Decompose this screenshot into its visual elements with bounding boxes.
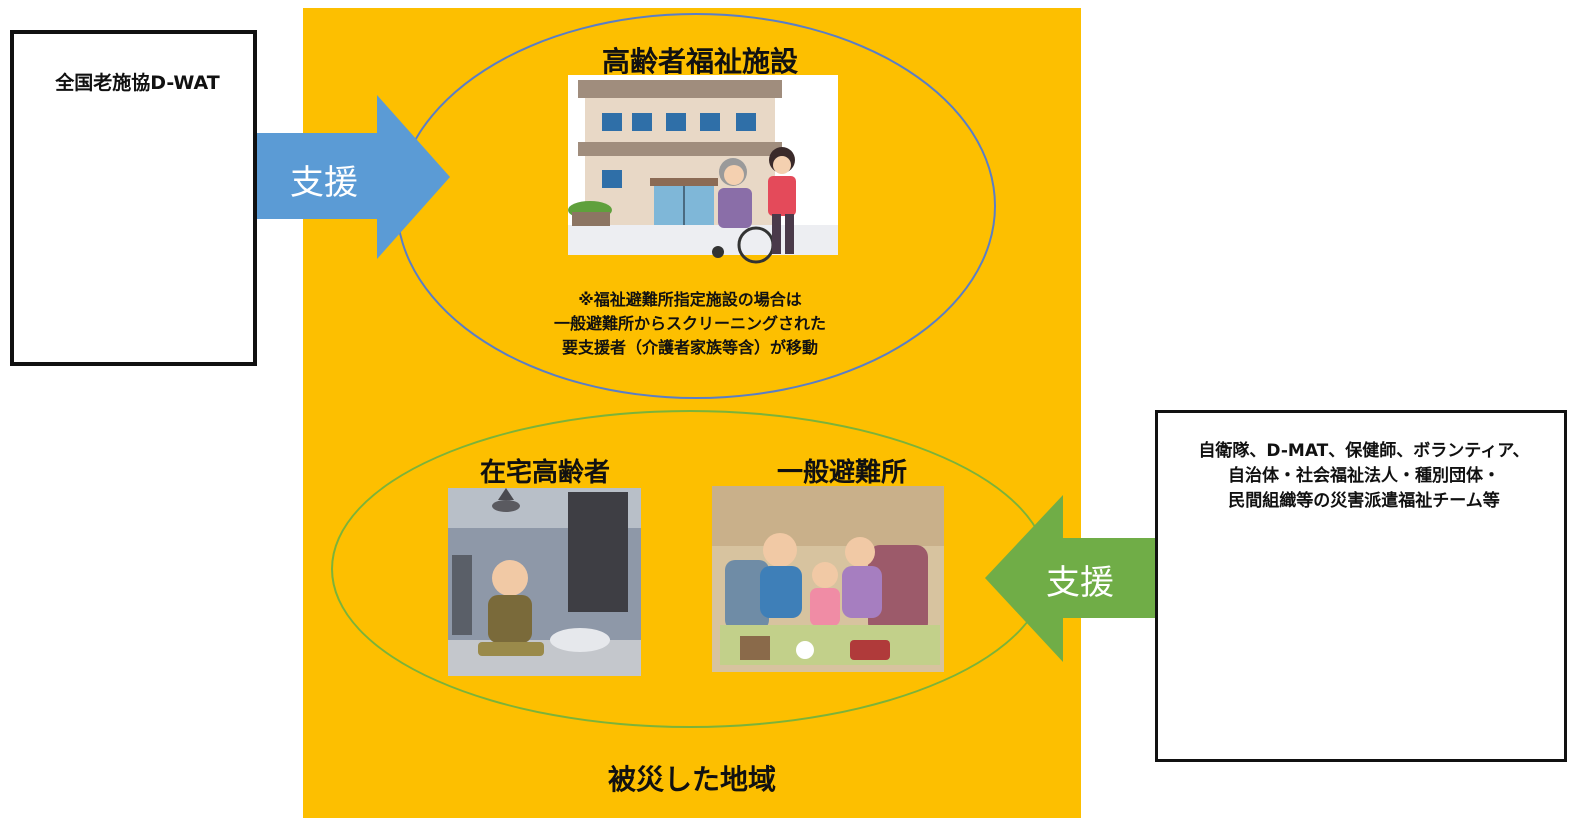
facility-note: ※福祉避難所指定施設の場合は 一般避難所からスクリーニングされた 要支援者（介護…: [480, 288, 900, 360]
support-label-left: 支援: [290, 163, 358, 203]
dwat-title: 全国老施協D-WAT: [55, 72, 220, 94]
note-line-3: 要支援者（介護者家族等含）が移動: [561, 338, 818, 357]
note-line-2: 一般避難所からスクリーニングされた: [553, 314, 826, 333]
facility-title: 高齢者福祉施設: [601, 45, 798, 78]
teams-line-3: 民間組織等の災害派遣福祉チーム等: [1228, 491, 1500, 511]
region-label: 被災した地域: [607, 763, 776, 796]
teams-title: 自衛隊、D-MAT、保健師、ボランティア、 自治体・社会福祉法人・種別団体・ 民…: [1158, 439, 1570, 514]
dwat-panel: 全国老施協D-WAT: [10, 30, 257, 366]
teams-line-1: 自衛隊、D-MAT、保健師、ボランティア、: [1198, 441, 1530, 461]
teams-line-2: 自治体・社会福祉法人・種別団体・: [1228, 466, 1500, 486]
shelter-title: 一般避難所: [776, 458, 907, 488]
teams-panel: 自衛隊、D-MAT、保健師、ボランティア、 自治体・社会福祉法人・種別団体・ 民…: [1155, 410, 1567, 762]
home-elderly-title: 在宅高齢者: [479, 458, 610, 488]
note-line-1: ※福祉避難所指定施設の場合は: [578, 290, 802, 309]
support-label-right: 支援: [1046, 563, 1114, 603]
